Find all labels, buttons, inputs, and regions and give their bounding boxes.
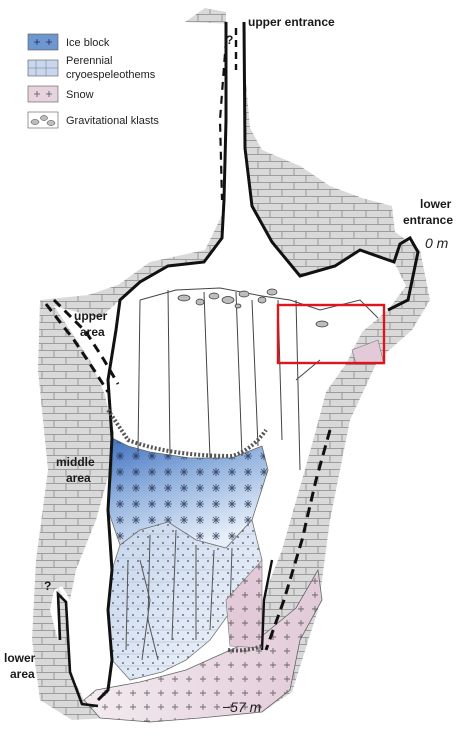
shaft-lines bbox=[137, 289, 321, 471]
upper-area-passage-dashed-2 bbox=[52, 298, 120, 385]
highlight-box bbox=[276, 303, 386, 365]
label-lower-area-line2: area bbox=[10, 667, 35, 681]
klasts-ice-rim bbox=[106, 408, 268, 653]
label-upper-area-line1: upper bbox=[74, 309, 108, 323]
label-middle-area-line1: middle bbox=[56, 455, 95, 469]
label-upper-entrance: upper entrance bbox=[248, 15, 335, 29]
cave-wall-right bbox=[242, 21, 420, 312]
cave-wall-lower bbox=[56, 590, 99, 708]
legend-swatch-ice bbox=[27, 33, 59, 51]
shaft-top bbox=[139, 287, 379, 319]
label-middle-area-line2: area bbox=[66, 471, 91, 485]
legend-label-ice: Ice block bbox=[66, 37, 110, 49]
legend-swatch-snow bbox=[27, 85, 59, 103]
cave-wall-left bbox=[96, 22, 228, 702]
question-mark-top: ? bbox=[226, 33, 233, 47]
legend-label-klasts: Gravitational klasts bbox=[66, 115, 159, 127]
legend-label-cryo-line2: cryoespeleothems bbox=[66, 69, 156, 81]
chimney-dashed-left bbox=[218, 39, 228, 201]
depth-top: 0 m bbox=[425, 235, 449, 251]
legend-label-snow: Snow bbox=[66, 89, 94, 101]
depth-bottom: −57 m bbox=[222, 699, 262, 715]
label-lower-entrance-line2: entrance bbox=[403, 213, 453, 227]
question-mark-lower: ? bbox=[44, 579, 51, 593]
klasts-upper bbox=[177, 288, 329, 328]
upper-area-passage-dashed bbox=[44, 303, 110, 393]
label-lower-area-line1: lower bbox=[4, 651, 36, 665]
label-lower-entrance-line1: lower bbox=[420, 197, 452, 211]
lower-passage-dashed bbox=[264, 429, 332, 651]
label-upper-area-line2: area bbox=[80, 325, 105, 339]
legend: Ice block Perennial cryoespeleothems Sno… bbox=[27, 33, 159, 129]
cave-wall-right-lower bbox=[260, 559, 274, 651]
legend-label-cryo-line1: Perennial bbox=[66, 55, 112, 67]
